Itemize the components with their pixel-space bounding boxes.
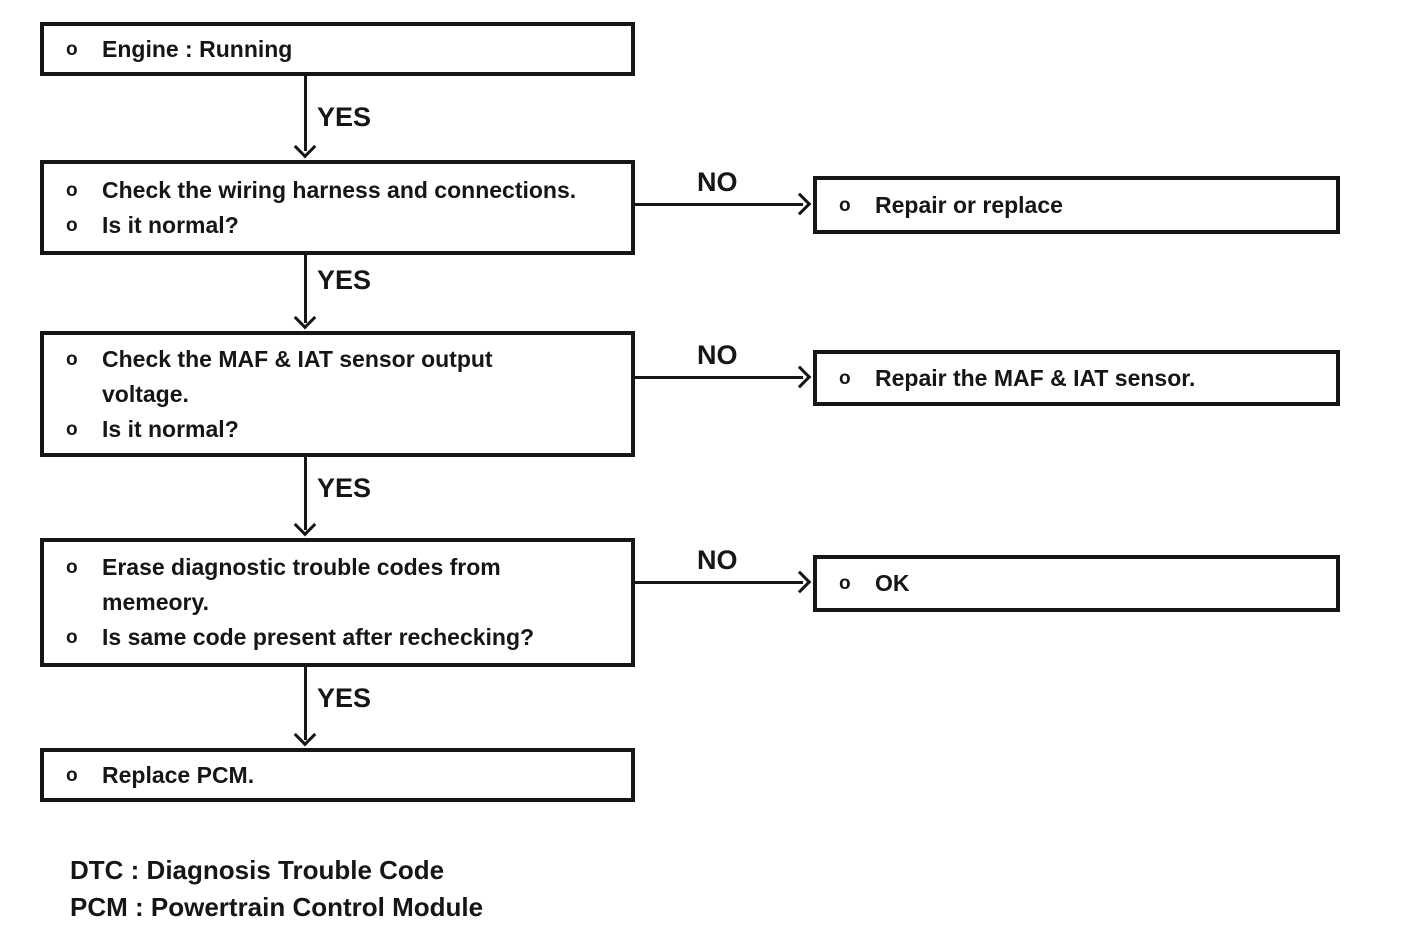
node-repair-maf-iat-sensor: o Repair the MAF & IAT sensor.	[813, 350, 1340, 406]
node-item: o Erase diagnostic trouble codes from me…	[66, 550, 623, 620]
edge-erase-to-replace-line	[304, 667, 307, 740]
node-text: Erase diagnostic trouble codes from meme…	[102, 554, 501, 615]
node-item: o Is same code present after rechecking?	[66, 620, 623, 655]
node-item: o Is it normal?	[66, 412, 623, 447]
node-text: Is it normal?	[102, 211, 239, 238]
node-text: Repair or replace	[875, 191, 1063, 218]
edge-label-no-1: NO	[697, 167, 738, 197]
node-item: o Engine : Running	[66, 32, 623, 67]
edge-maf-to-erase-line	[304, 457, 307, 530]
node-text: Is same code present after rechecking?	[102, 624, 535, 650]
node-erase-dtc-memory: o Erase diagnostic trouble codes from me…	[40, 538, 635, 667]
node-ok: o OK	[813, 555, 1340, 612]
edge-label-yes-3: YES	[317, 473, 372, 503]
arrowhead-right-icon	[788, 365, 812, 389]
edge-label-yes-2: YES	[317, 265, 372, 295]
arrowhead-right-icon	[788, 192, 812, 216]
edge-engine-to-wiring-line	[304, 76, 307, 151]
bullet-icon: o	[66, 764, 78, 786]
legend: DTC : Diagnosis Trouble Code PCM : Power…	[70, 852, 483, 926]
node-check-maf-iat-voltage: o Check the MAF & IAT sensor output volt…	[40, 331, 635, 457]
bullet-icon: o	[839, 194, 851, 216]
node-item: o Check the wiring harness and connectio…	[66, 173, 623, 208]
bullet-icon: o	[66, 557, 78, 578]
node-text: Is it normal?	[102, 415, 239, 442]
edge-maf-to-repair-sensor-line	[635, 376, 803, 379]
node-item: o Repair the MAF & IAT sensor.	[839, 361, 1328, 396]
bullet-icon: o	[839, 573, 851, 594]
node-engine-running: o Engine : Running	[40, 22, 635, 76]
bullet-icon: o	[66, 38, 78, 60]
node-text: Repair the MAF & IAT sensor.	[875, 364, 1196, 391]
node-item: o Is it normal?	[66, 208, 623, 243]
node-item: o Replace PCM.	[66, 758, 623, 793]
node-item: o Repair or replace	[839, 188, 1328, 223]
arrowhead-right-icon	[788, 570, 812, 594]
bullet-icon: o	[66, 179, 78, 201]
edge-label-yes-1: YES	[317, 102, 372, 132]
node-text: OK	[875, 570, 910, 596]
node-item: o Check the MAF & IAT sensor output volt…	[66, 342, 623, 412]
arrowhead-down-icon	[293, 513, 317, 537]
edge-wiring-to-maf-line	[304, 255, 307, 323]
edge-wiring-to-repair-line	[635, 203, 803, 206]
node-text: Check the wiring harness and connections…	[102, 176, 577, 203]
edge-label-no-2: NO	[697, 340, 738, 370]
bullet-icon: o	[839, 367, 851, 389]
node-item: o OK	[839, 566, 1328, 601]
node-text: Check the MAF & IAT sensor output voltag…	[102, 345, 493, 407]
legend-line-dtc: DTC : Diagnosis Trouble Code	[70, 855, 445, 885]
bullet-icon: o	[66, 214, 78, 236]
bullet-icon: o	[66, 627, 78, 648]
node-text: Replace PCM.	[102, 761, 255, 788]
arrowhead-down-icon	[293, 306, 317, 330]
edge-label-no-3: NO	[697, 545, 738, 575]
arrowhead-down-icon	[293, 135, 317, 159]
node-repair-or-replace: o Repair or replace	[813, 176, 1340, 234]
bullet-icon: o	[66, 418, 78, 440]
node-text: Engine : Running	[102, 35, 293, 62]
edge-erase-to-ok-line	[635, 581, 803, 584]
node-check-wiring-harness: o Check the wiring harness and connectio…	[40, 160, 635, 255]
bullet-icon: o	[66, 348, 78, 370]
arrowhead-down-icon	[293, 723, 317, 747]
node-replace-pcm: o Replace PCM.	[40, 748, 635, 802]
edge-label-yes-4: YES	[317, 683, 372, 713]
legend-line-pcm: PCM : Powertrain Control Module	[70, 892, 484, 922]
